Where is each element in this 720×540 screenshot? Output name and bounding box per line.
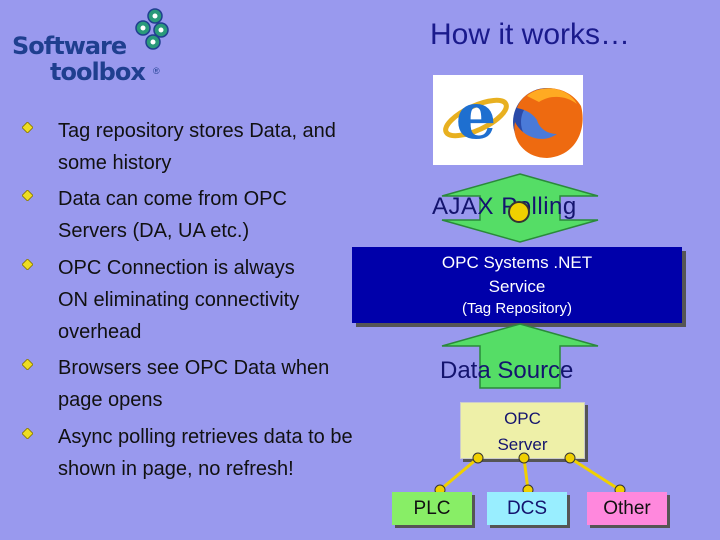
service-title: OPC Systems .NET	[441, 253, 593, 272]
bullet-text: OPC Connection is always ON eliminating …	[58, 257, 300, 343]
logo-line2: toolbox	[50, 58, 146, 86]
page-title: How it works…	[430, 18, 631, 51]
service-subtitle: Service	[488, 277, 546, 296]
data-source-up-arrow	[441, 323, 599, 389]
diamond-bullet-icon	[22, 122, 33, 133]
diamond-bullet-icon	[22, 359, 33, 370]
diamond-bullet-icon	[22, 428, 33, 439]
bullet-text: Data can come from OPC Servers (DA, UA e…	[58, 188, 287, 242]
dcs-box: DCS	[487, 492, 567, 525]
diamond-bullet-icon	[22, 190, 33, 201]
bullet-text: Async polling retrieves data to be shown…	[58, 426, 353, 480]
bullet-text: Tag repository stores Data, and some his…	[58, 120, 336, 174]
plc-box: PLC	[392, 492, 472, 525]
registered-mark: ®	[153, 66, 160, 76]
other-box: Other	[587, 492, 667, 525]
logo-line1: Software	[12, 32, 127, 60]
gear-connector-icon	[135, 8, 169, 50]
internet-explorer-icon: e	[443, 80, 509, 154]
diamond-bullet-icon	[22, 259, 33, 270]
bullet-text: Browsers see OPC Data when page opens	[58, 357, 330, 411]
polling-indicator-icon	[508, 201, 530, 223]
svg-text:e: e	[456, 80, 497, 154]
firefox-icon	[513, 88, 583, 158]
opc-server-box: OPC Server	[460, 402, 585, 459]
opc-server-line1: OPC	[504, 409, 541, 428]
service-note: (Tag Repository)	[461, 300, 573, 317]
data-source-label: Data Source	[440, 357, 574, 384]
opc-server-line2: Server	[497, 435, 548, 454]
ajax-polling-label: AJAX Polling	[432, 193, 577, 220]
connector-lines	[434, 452, 626, 496]
software-toolbox-logo: Software toolbox ®	[12, 8, 182, 88]
opc-systems-service-box	[352, 247, 682, 323]
